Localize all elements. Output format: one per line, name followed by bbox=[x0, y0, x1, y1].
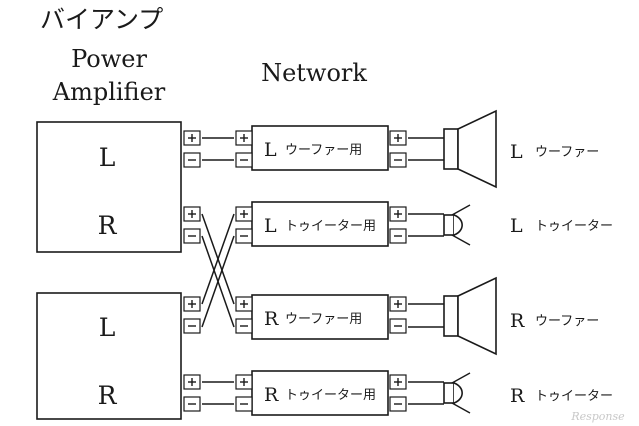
tweeter-flare-bottom bbox=[451, 402, 471, 414]
speaker-4-channel: R bbox=[510, 385, 525, 407]
network-4-label: トゥイーター用 bbox=[285, 388, 376, 403]
amp-1-ch1-label: L bbox=[99, 143, 116, 172]
network-woofer-r: R ウーファー用 bbox=[251, 294, 389, 340]
tweeter-flare-top bbox=[451, 372, 471, 384]
network-out-terminal-1 bbox=[389, 130, 407, 168]
network-tweeter-r: R トゥイーター用 bbox=[251, 370, 389, 416]
amp-terminal-2 bbox=[183, 206, 201, 244]
speakers bbox=[443, 109, 497, 414]
speaker-1-label: ウーファー bbox=[535, 145, 599, 160]
power-amp-heading-line2: Amplifier bbox=[52, 78, 166, 106]
network-3-box bbox=[251, 294, 389, 340]
amp-1-ch2-label: R bbox=[98, 211, 118, 240]
network-out-terminal-4 bbox=[389, 374, 407, 412]
network-2-box bbox=[251, 201, 389, 247]
network-heading: Network bbox=[261, 59, 367, 87]
network-2-label: トゥイーター用 bbox=[285, 219, 376, 234]
woofer-speaker-icon-3 bbox=[443, 276, 497, 356]
woofer-cone bbox=[457, 276, 497, 356]
tweeter-dome bbox=[453, 382, 463, 404]
network-out-terminal-2 bbox=[389, 206, 407, 244]
network-3-label: ウーファー用 bbox=[285, 312, 362, 327]
speaker-2-label: トゥイーター bbox=[535, 219, 613, 234]
network-1-channel: L bbox=[264, 139, 277, 161]
network-3-channel: R bbox=[264, 308, 279, 330]
power-amp-heading-line1: Power bbox=[71, 45, 147, 73]
speaker-3-label: ウーファー bbox=[535, 314, 599, 329]
network-1-label: ウーファー用 bbox=[285, 143, 362, 158]
network-in-terminal-2 bbox=[235, 206, 253, 244]
tweeter-dome bbox=[453, 214, 463, 236]
network-4-box bbox=[251, 370, 389, 416]
diagram-title: バイアンプ bbox=[40, 5, 163, 34]
network-1-box bbox=[251, 125, 389, 171]
wiring bbox=[201, 137, 444, 405]
amp-terminal-1 bbox=[183, 130, 201, 168]
wire-amp2-l-minus bbox=[201, 235, 235, 328]
woofer-speaker-icon-1 bbox=[443, 109, 497, 189]
network-out-terminal-3 bbox=[389, 296, 407, 334]
amp-terminal-4 bbox=[183, 374, 201, 412]
network-in-terminal-1 bbox=[235, 130, 253, 168]
power-amplifier-1: L R bbox=[36, 121, 182, 253]
speaker-labels: L ウーファー L トゥイーター R ウーファー R トゥイーター bbox=[510, 141, 613, 407]
network-in-terminal-3 bbox=[235, 296, 253, 334]
speaker-3-channel: R bbox=[510, 310, 525, 332]
network-2-channel: L bbox=[264, 215, 277, 237]
network-4-channel: R bbox=[264, 384, 279, 406]
woofer-magnet bbox=[443, 128, 459, 170]
tweeter-speaker-icon-2 bbox=[443, 204, 471, 246]
amp-2-ch1-label: L bbox=[99, 313, 116, 342]
speaker-4-label: トゥイーター bbox=[535, 389, 613, 404]
tweeter-flare-bottom bbox=[451, 234, 471, 246]
watermark-text: Response bbox=[570, 410, 625, 423]
network-tweeter-l: L トゥイーター用 bbox=[251, 201, 389, 247]
amp-terminal-3 bbox=[183, 296, 201, 334]
amp-2-ch2-label: R bbox=[98, 381, 118, 410]
tweeter-body bbox=[443, 382, 455, 404]
terminal-blocks bbox=[183, 130, 407, 412]
wire-amp2-l-plus bbox=[201, 213, 235, 305]
tweeter-flare-top bbox=[451, 204, 471, 216]
network-in-terminal-4 bbox=[235, 374, 253, 412]
woofer-cone bbox=[457, 109, 497, 189]
power-amplifier-2: L R bbox=[36, 292, 182, 420]
tweeter-speaker-icon-4 bbox=[443, 372, 471, 414]
network-woofer-l: L ウーファー用 bbox=[251, 125, 389, 171]
amp-1-box bbox=[36, 121, 182, 253]
amp-2-box bbox=[36, 292, 182, 420]
woofer-magnet bbox=[443, 295, 459, 337]
tweeter-body bbox=[443, 214, 455, 236]
speaker-2-channel: L bbox=[510, 215, 523, 237]
speaker-1-channel: L bbox=[510, 141, 523, 163]
